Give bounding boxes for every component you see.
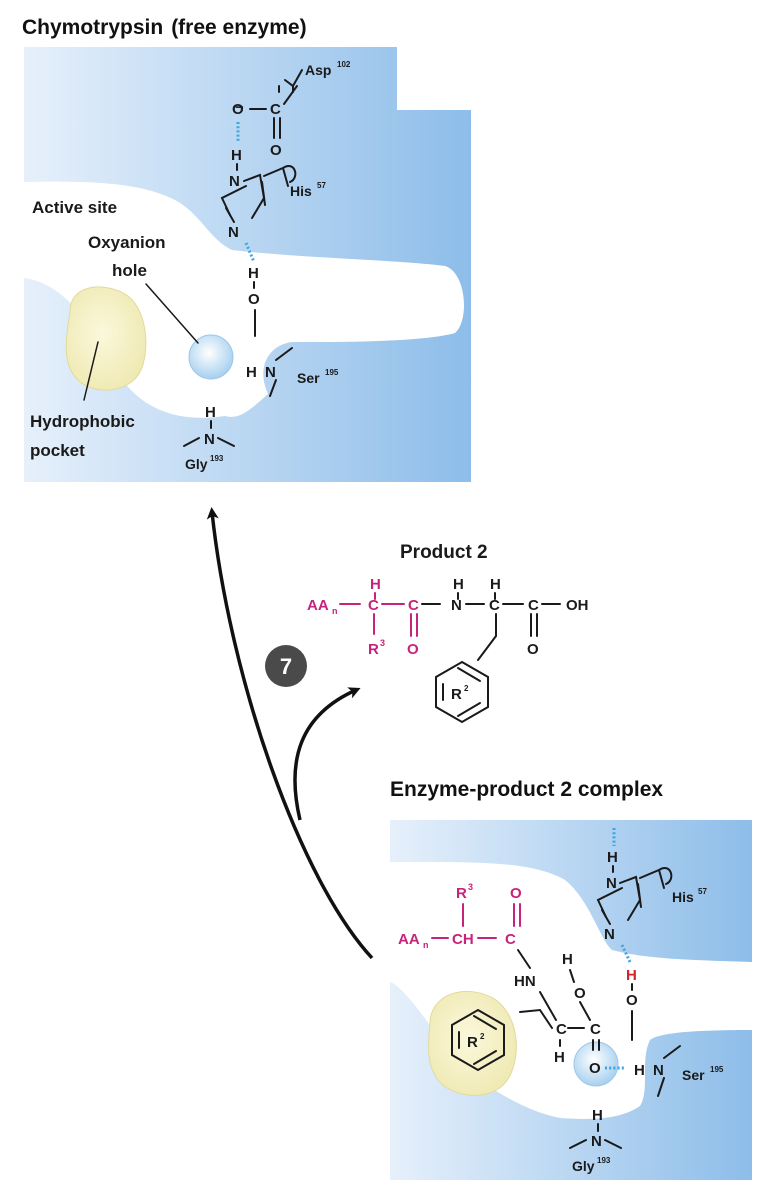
svg-text:N: N [591,1133,602,1150]
svg-text:H: H [626,967,637,984]
svg-text:O: O [232,101,244,118]
svg-text:H: H [205,404,216,421]
svg-text:H: H [453,576,464,593]
svg-text:C: C [590,1021,601,1038]
asp-number: 102 [337,60,351,69]
svg-text:N: N [604,926,615,943]
svg-text:O: O [270,142,282,159]
svg-text:N: N [653,1062,664,1079]
svg-text:O: O [574,985,586,1002]
svg-text:R: R [456,885,467,902]
svg-text:C: C [556,1021,567,1038]
pocket-label-line1: Hydrophobic [30,412,135,431]
svg-text:3: 3 [468,882,473,892]
oxyanion-label-line2: hole [112,261,147,280]
svg-text:O: O [510,885,522,902]
panel1-hydrophobic-pocket [65,286,147,391]
panel1-catalytic-residues: − O C O Asp 102 H N N His 57 H O H N Ser… [183,60,351,472]
panel2-gly-number: 193 [597,1156,611,1165]
svg-text:O: O [626,992,638,1009]
svg-text:3: 3 [380,638,385,648]
svg-text:R: R [467,1034,478,1051]
svg-text:O: O [248,291,260,308]
panel1-title: Chymotrypsin(free enzyme) [22,16,307,39]
panel2-enzyme [390,820,752,1180]
svg-text:H: H [607,849,618,866]
svg-text:C: C [505,931,516,948]
svg-text:H: H [231,147,242,164]
svg-text:O: O [407,641,419,658]
svg-text:O: O [589,1060,601,1077]
svg-text:AA: AA [307,597,329,614]
svg-text:CH: CH [452,931,474,948]
svg-text:C: C [528,597,539,614]
product2-structure: AA n H C R 3 C O H N H C C O OH R 2 [307,576,589,724]
svg-text:N: N [451,597,462,614]
svg-text:H: H [634,1062,645,1079]
svg-text:C: C [489,597,500,614]
svg-text:H: H [370,576,381,593]
panel2-ser-label: Ser [682,1067,705,1083]
svg-text:N: N [229,173,240,190]
panel2-his-label: His [672,889,694,905]
step-badge: 7 [265,645,307,687]
panel1-enzyme [24,47,471,482]
svg-text:H: H [248,265,259,282]
svg-text:O: O [527,641,539,658]
svg-text:C: C [408,597,419,614]
svg-text:OH: OH [566,597,589,614]
svg-text:H: H [562,951,573,968]
svg-text:C: C [270,101,281,118]
svg-text:−: − [235,99,244,116]
svg-text:Asp: Asp [305,62,331,78]
svg-text:HN: HN [514,973,536,990]
product2-title: Product 2 [400,542,488,563]
svg-text:AA: AA [398,931,420,948]
svg-text:n: n [332,606,338,616]
svg-text:R: R [451,686,462,703]
svg-text:N: N [265,364,276,381]
svg-text:N: N [606,875,617,892]
return-arrow [206,507,374,960]
panel2-hydrophobic-pocket [427,990,517,1096]
panel2-title: Enzyme-product 2 complex [390,778,663,801]
svg-text:H: H [592,1107,603,1124]
gly-number: 193 [210,454,224,463]
pocket-label-line2: pocket [30,441,85,460]
svg-text:n: n [423,940,429,950]
release-arrow [293,687,361,821]
his-number: 57 [317,181,326,190]
product2-aa: AA [307,597,329,614]
ser-number: 195 [325,368,339,377]
svg-text:2: 2 [464,684,469,693]
panel2-oxyanion-hole [573,1041,619,1087]
panel2-his-number: 57 [698,887,707,896]
panel2-ser-number: 195 [710,1065,724,1074]
svg-text:R: R [368,641,379,658]
panel2-residues: H N N His 57 H O H N Ser 195 H N Gly 193 [569,828,724,1174]
panel2-gly-label: Gly [572,1158,595,1174]
panel1-labels: Active site Oxyanion hole Hydrophobic po… [30,198,199,460]
active-site-label: Active site [32,198,117,217]
svg-text:N: N [228,224,239,241]
oxyanion-label-line1: Oxyanion [88,233,165,252]
asp-label: Asp [305,62,331,78]
svg-text:H: H [490,576,501,593]
panel1-oxyanion-hole [188,334,234,380]
gly-label: Gly [185,456,208,472]
svg-text:N: N [204,431,215,448]
svg-text:C: C [368,597,379,614]
ser-label: Ser [297,370,320,386]
his-label: His [290,183,312,199]
panel2-bound-product: R 3 O AA n CH C HN C H C O O H R 2 [398,882,626,1077]
reaction-arrows [206,507,374,960]
svg-text:H: H [246,364,257,381]
step-number: 7 [280,654,292,679]
svg-text:2: 2 [480,1032,485,1041]
svg-text:H: H [554,1049,565,1066]
